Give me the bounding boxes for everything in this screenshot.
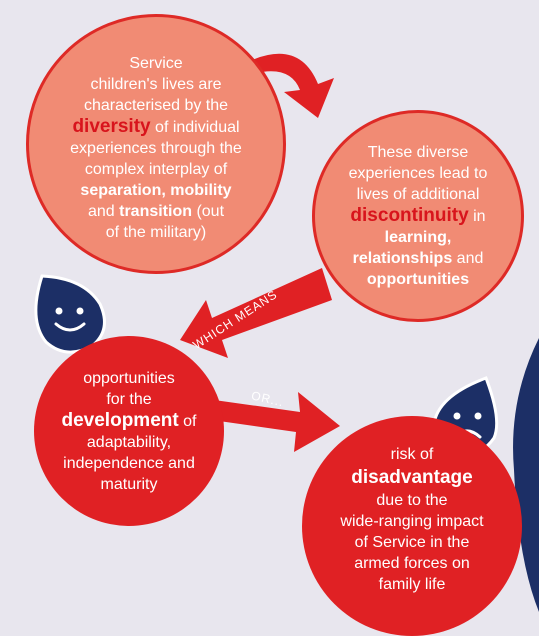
circle-diversity: Service children's lives are characteris… xyxy=(26,14,286,274)
arrows-layer xyxy=(34,53,539,612)
c1-line1: Service xyxy=(129,55,183,72)
navy-shape xyxy=(513,338,539,612)
circle-disadvantage: risk of disadvantage due to the wide-ran… xyxy=(302,416,522,636)
c2-line6: relationships and xyxy=(352,250,484,267)
c2-line2: experiences lead to xyxy=(348,165,488,182)
c4-line3: due to the xyxy=(376,492,448,509)
c2-line5: learning, xyxy=(384,229,452,246)
c3-line5: independence and xyxy=(63,454,195,472)
c3-line2: for the xyxy=(106,390,152,408)
disadvantage-keyword: disadvantage xyxy=(351,467,473,488)
arrow-which-means xyxy=(180,268,332,358)
c1-line4: diversity of individual xyxy=(72,116,240,137)
c2-line3: lives of additional xyxy=(356,186,480,203)
c2-line7: opportunities xyxy=(366,271,470,288)
discontinuity-keyword: discontinuity xyxy=(350,205,469,226)
c1-line3: characterised by the xyxy=(83,97,229,114)
c4-line1: risk of xyxy=(390,446,434,463)
c1-line9: of the military) xyxy=(105,224,207,241)
c1-line8: and transition (out xyxy=(87,203,225,220)
c2-line1: These diverse xyxy=(367,144,469,161)
c2-line4: discontinuity in xyxy=(350,205,486,226)
development-keyword: development xyxy=(61,409,179,431)
c3-line6: maturity xyxy=(100,475,158,493)
c1-line6: complex interplay of xyxy=(84,161,228,178)
happy-face-icon xyxy=(34,274,106,354)
c4-line4: wide-ranging impact xyxy=(340,513,484,530)
c4-line6: armed forces on xyxy=(354,555,470,572)
c4-line5: of Service in the xyxy=(354,534,470,551)
c3-line3: development of xyxy=(61,409,197,431)
circle-discontinuity: These diverse experiences lead to lives … xyxy=(312,110,524,322)
c3-line1: opportunities xyxy=(83,369,175,387)
c1-line5: experiences through the xyxy=(70,140,242,157)
circle-development: opportunities for the development of ada… xyxy=(34,336,224,526)
arrow-or xyxy=(198,392,340,452)
c3-line4: adaptability, xyxy=(86,433,172,451)
diversity-keyword: diversity xyxy=(72,116,151,137)
c4-line7: family life xyxy=(378,576,446,593)
c1-line7: separation, mobility xyxy=(80,182,232,199)
c1-line2: children's lives are xyxy=(90,76,222,93)
arrow-top xyxy=(252,53,334,118)
